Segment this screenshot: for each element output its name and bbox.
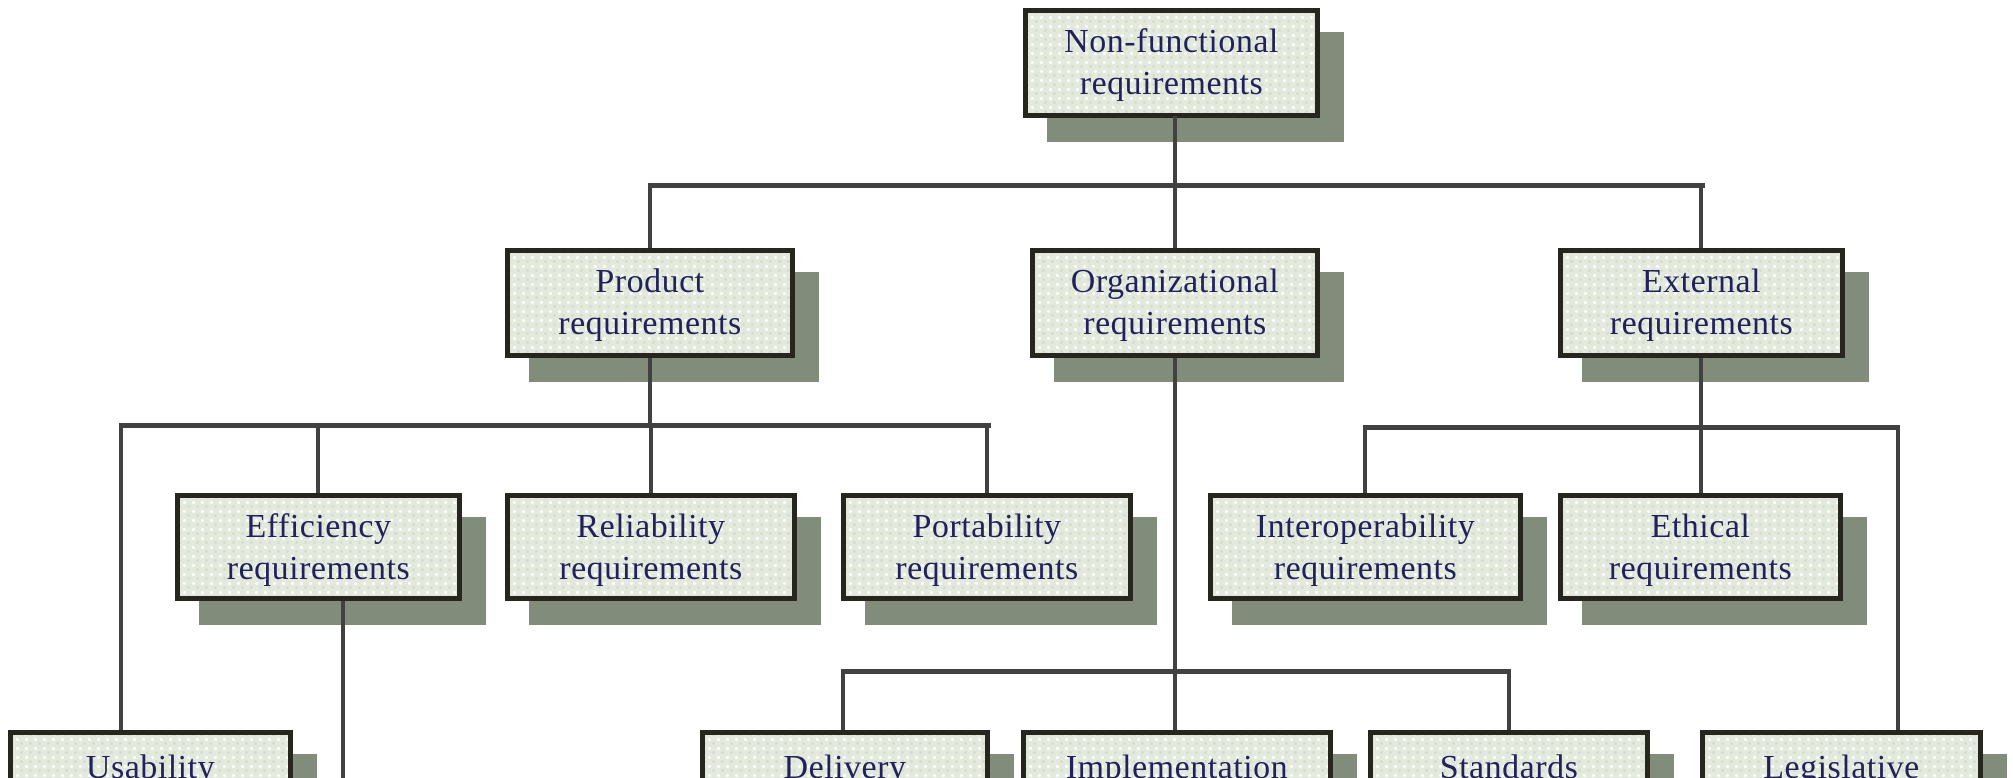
node-product-requirements: Product requirements bbox=[505, 248, 795, 358]
connector-external-drop bbox=[1699, 183, 1703, 248]
connector-standards-drop bbox=[1507, 669, 1511, 730]
node-label: requirements bbox=[1609, 305, 1794, 342]
connector-organizational-drop bbox=[1173, 183, 1177, 248]
node-label: requirements bbox=[1608, 550, 1793, 587]
connector-portability-drop bbox=[985, 423, 989, 493]
node-label: requirements bbox=[1079, 65, 1264, 102]
node-label: requirements bbox=[558, 305, 742, 342]
connector-interoperability-drop bbox=[1363, 425, 1367, 493]
connector-product-drop bbox=[648, 183, 652, 248]
node-reliability-requirements: Reliability requirements bbox=[505, 493, 797, 601]
connector-efficiency-stem bbox=[341, 601, 345, 778]
node-label: Legislative bbox=[1763, 749, 1920, 778]
node-label: Standards bbox=[1439, 749, 1579, 778]
node-implementation-requirements: Implementation bbox=[1021, 730, 1333, 778]
node-nonfunctional-requirements: Non-functional requirements bbox=[1023, 8, 1320, 118]
node-label: Interoperability bbox=[1255, 508, 1476, 545]
node-usability-requirements: Usability bbox=[8, 730, 293, 778]
connector-product-stem bbox=[648, 358, 652, 423]
node-external-requirements: External requirements bbox=[1558, 248, 1845, 358]
node-label: Reliability bbox=[576, 508, 726, 545]
node-label: External bbox=[1641, 263, 1762, 300]
connector-reliability-drop bbox=[649, 423, 653, 493]
node-label: Usability bbox=[85, 749, 216, 778]
connector-external-stem bbox=[1699, 358, 1703, 425]
node-label: Efficiency bbox=[245, 508, 392, 545]
connector-delivery-drop bbox=[841, 669, 845, 730]
connector-external-bus bbox=[1363, 425, 1900, 430]
node-portability-requirements: Portability requirements bbox=[841, 493, 1133, 601]
node-label: requirements bbox=[559, 550, 743, 587]
node-label: requirements bbox=[1273, 550, 1458, 587]
node-delivery-requirements: Delivery bbox=[700, 730, 990, 778]
connector-product-bus bbox=[119, 423, 991, 428]
connector-ethical-drop bbox=[1699, 425, 1703, 493]
node-label: Ethical bbox=[1650, 508, 1751, 545]
node-ethical-requirements: Ethical requirements bbox=[1558, 493, 1843, 601]
node-interoperability-requirements: Interoperability requirements bbox=[1208, 493, 1523, 601]
node-legislative-requirements: Legislative bbox=[1700, 730, 1983, 778]
node-label: Portability bbox=[912, 508, 1062, 545]
node-label: requirements bbox=[895, 550, 1079, 587]
connector-efficiency-drop bbox=[316, 423, 320, 493]
connector-legislative-drop bbox=[1896, 425, 1900, 730]
node-efficiency-requirements: Efficiency requirements bbox=[175, 493, 462, 601]
node-standards-requirements: Standards bbox=[1368, 730, 1650, 778]
node-label: Product bbox=[595, 263, 705, 300]
node-label: requirements bbox=[1083, 305, 1267, 342]
node-organizational-requirements: Organizational requirements bbox=[1030, 248, 1320, 358]
node-label: Implementation bbox=[1065, 749, 1289, 778]
connector-root-stem bbox=[1173, 116, 1177, 186]
connector-organizational-stem bbox=[1173, 358, 1177, 669]
node-label: Delivery bbox=[783, 749, 907, 778]
connector-usability-drop bbox=[119, 423, 123, 730]
node-label: Organizational bbox=[1070, 263, 1280, 300]
node-label: Non-functional bbox=[1064, 23, 1279, 60]
connector-implementation-drop bbox=[1173, 669, 1177, 730]
node-label: requirements bbox=[226, 550, 411, 587]
